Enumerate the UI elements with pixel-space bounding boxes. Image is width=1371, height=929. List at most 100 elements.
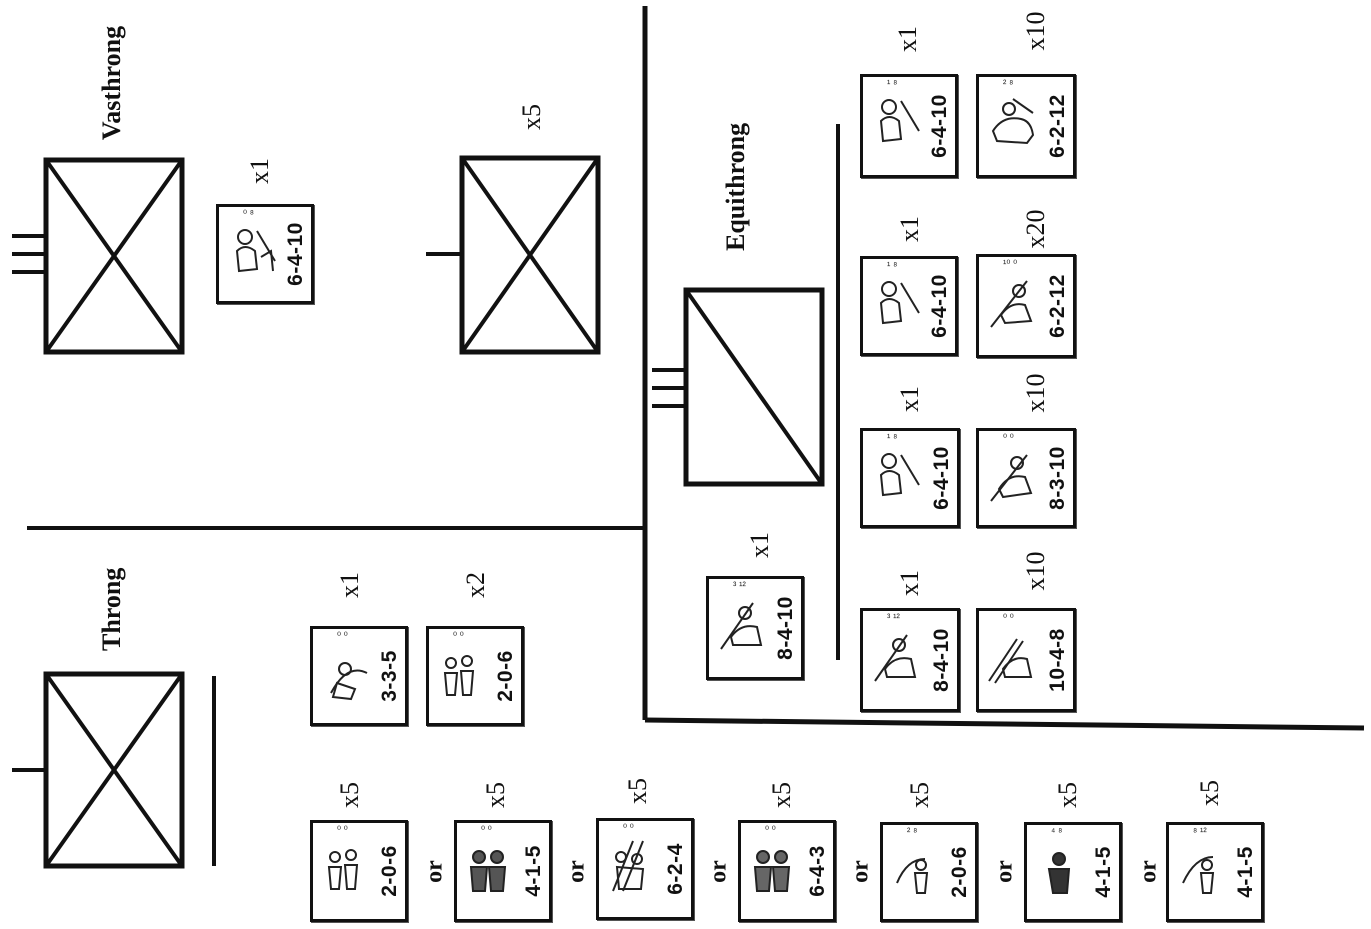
or-label: or xyxy=(1135,860,1162,883)
multiplier-label: x1 xyxy=(895,216,924,242)
counter-stats: 2-0-6 xyxy=(948,846,971,898)
unit-counter: ³ ¹² 8-4-10 xyxy=(860,608,960,712)
multiplier-label: x5 xyxy=(905,782,934,808)
multiplier-label: x5 xyxy=(623,778,652,804)
counter-stats: 6-2-12 xyxy=(1046,94,1070,158)
vasthrong-symbol xyxy=(12,157,185,355)
cavalry-figure-icon xyxy=(990,454,1033,502)
unit-counter: ¹ ⁸ 6-4-10 xyxy=(860,428,960,528)
pips-icon: ² ⁸ xyxy=(907,827,918,838)
multiplier-label: x10 xyxy=(1021,551,1050,591)
unit-counter: ⁰ ⁰ 6-2-4 xyxy=(596,818,694,920)
unit-counter: ⁰ ⁰ 2-0-6 xyxy=(426,626,524,726)
counter-stats: 6-2-4 xyxy=(664,843,687,895)
unit-counter: ¹⁰ ⁰ 6-2-12 xyxy=(976,254,1076,358)
knight-figure-icon xyxy=(879,281,920,325)
unit-counter: ⁰ ⁰ 3-3-5 xyxy=(310,626,408,726)
counter-stats: 4-1-5 xyxy=(1234,846,1257,898)
counter-stats: 6-4-3 xyxy=(806,845,829,897)
counter-stats: 6-2-12 xyxy=(1046,274,1070,338)
multiplier-label: x5 xyxy=(767,782,796,808)
pips-icon: ⁰ ⁰ xyxy=(1003,433,1014,444)
infantry-figure-icon xyxy=(469,850,507,892)
pips-icon: ¹ ⁸ xyxy=(887,79,898,90)
heading-equithrong: Equithrong xyxy=(721,122,750,251)
heading-vasthrong: Vasthrong xyxy=(97,25,126,141)
subunit-symbol xyxy=(426,155,601,355)
multiplier-label: x1 xyxy=(335,572,364,598)
cavalry-figure-icon xyxy=(991,98,1035,145)
pips-icon: ³ ¹² xyxy=(733,581,746,592)
knight-figure-icon xyxy=(235,229,276,273)
counter-stats: 2-0-6 xyxy=(378,845,401,897)
pips-icon: ⁰ ⁰ xyxy=(623,823,634,834)
pips-icon: ⁰ ⁸ xyxy=(243,209,255,220)
pips-icon: ⁰ ⁰ xyxy=(337,631,348,642)
cavalry-figure-icon xyxy=(988,638,1033,684)
pips-icon: ⁸ ¹² xyxy=(1193,827,1207,838)
multiplier-label: x5 xyxy=(481,782,510,808)
multiplier-label: x1 xyxy=(893,26,922,52)
divider-horizontal-bottom xyxy=(644,717,1365,731)
infantry-figure-icon xyxy=(1047,852,1071,894)
counter-stats: 6-4-10 xyxy=(930,446,954,510)
pips-icon: ¹ ⁸ xyxy=(887,433,898,444)
unit-counter: ¹ ⁸ 6-4-10 xyxy=(860,256,958,356)
archer-figure-icon xyxy=(330,662,368,701)
multiplier-label: x1 xyxy=(245,158,274,184)
heading-throng: Throng xyxy=(97,567,126,651)
or-label: or xyxy=(991,860,1018,883)
counter-stats: 8-4-10 xyxy=(774,596,798,660)
spearmen-figure-icon xyxy=(612,840,645,892)
unit-counter: ⁸ ¹² 4-1-5 xyxy=(1166,822,1264,922)
unit-counter: ⁰ ⁰ 2-0-6 xyxy=(310,820,408,922)
multiplier-label: x2 xyxy=(461,572,490,598)
pips-icon: ⁰ ⁰ xyxy=(337,825,348,836)
multiplier-label: x1 xyxy=(745,532,774,558)
cavalry-figure-icon xyxy=(720,602,763,650)
or-label: or xyxy=(563,860,590,883)
unit-counter: ² ⁸ 2-0-6 xyxy=(880,822,978,922)
knight-figure-icon xyxy=(879,453,920,497)
infantry-figure-icon xyxy=(327,849,359,890)
counter-stats: 2-0-6 xyxy=(494,650,517,702)
counter-stats: 3-3-5 xyxy=(378,650,401,702)
unit-counter: ³ ¹² 8-4-10 xyxy=(706,576,804,680)
unit-counter: ² ⁸ 6-2-12 xyxy=(976,74,1076,178)
unit-counter: ⁰ ⁰ 6-4-3 xyxy=(738,820,836,922)
multiplier-label: x5 xyxy=(1195,780,1224,806)
counter-stats: 10-4-8 xyxy=(1046,628,1070,692)
cavalry-figure-icon xyxy=(874,634,917,682)
multiplier-label: x5 xyxy=(1053,782,1082,808)
unit-counter: ⁴ ⁸ 4-1-5 xyxy=(1024,822,1122,922)
equithrong-symbol xyxy=(652,287,825,487)
infantry-figure-icon xyxy=(753,850,791,892)
pips-icon: ⁰ ⁰ xyxy=(765,825,776,836)
archer-figure-icon xyxy=(1182,856,1215,894)
pips-icon: ¹⁰ ⁰ xyxy=(1003,259,1018,270)
or-label: or xyxy=(705,860,732,883)
multiplier-label: x20 xyxy=(1021,209,1050,249)
counter-stats: 8-3-10 xyxy=(1046,446,1070,510)
or-label: or xyxy=(421,860,448,883)
unit-counter: ⁰ ⁰ 10-4-8 xyxy=(976,608,1076,712)
multiplier-label: x5 xyxy=(517,104,546,130)
counter-stats: 4-1-5 xyxy=(1092,846,1115,898)
pips-icon: ⁰ ⁰ xyxy=(481,825,492,836)
multiplier-label: x1 xyxy=(895,386,924,412)
unit-counter: ⁰ ⁰ 8-3-10 xyxy=(976,428,1076,528)
unit-counter: ⁰ ⁸ 6-4-10 xyxy=(216,204,314,304)
cavalry-figure-icon xyxy=(990,280,1033,328)
unit-counter: ⁰ ⁰ 4-1-5 xyxy=(454,820,552,922)
pips-icon: ⁰ ⁰ xyxy=(453,631,464,642)
counter-stats: 6-4-10 xyxy=(284,222,308,286)
pips-icon: ² ⁸ xyxy=(1003,79,1014,90)
multiplier-label: x10 xyxy=(1021,11,1050,51)
counter-stats: 4-1-5 xyxy=(522,845,545,897)
unit-counter: ¹ ⁸ 6-4-10 xyxy=(860,74,958,178)
pips-icon: ⁰ ⁰ xyxy=(1003,613,1014,624)
counter-stats: 6-4-10 xyxy=(928,274,952,338)
pips-icon: ¹ ⁸ xyxy=(887,261,898,272)
or-label: or xyxy=(847,860,874,883)
